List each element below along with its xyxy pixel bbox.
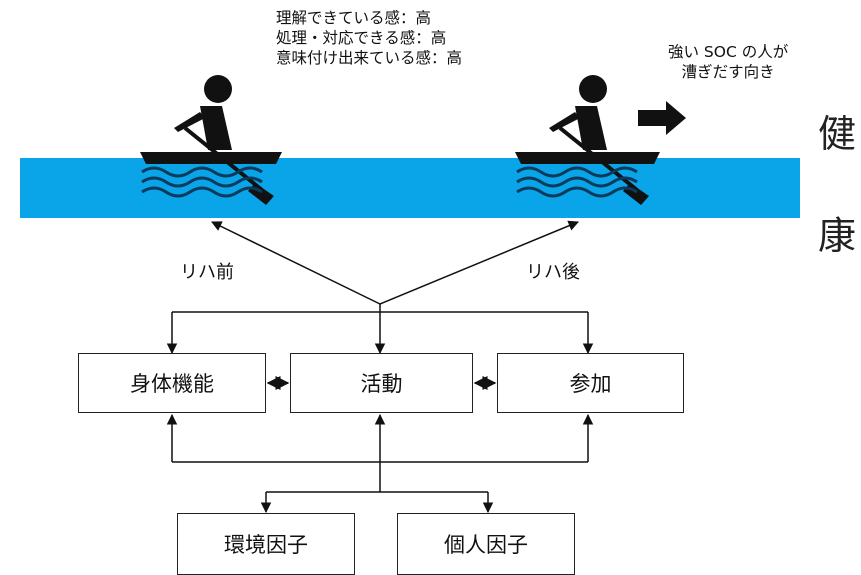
label-after-rehab: リハ後 bbox=[526, 262, 580, 283]
label-before-rehab: リハ前 bbox=[180, 262, 234, 283]
top-note-line-1: 理解できている感：高 bbox=[276, 9, 432, 27]
box-personal-factors: 個人因子 bbox=[397, 513, 575, 575]
water-band bbox=[20, 158, 800, 218]
box-participation-label: 参加 bbox=[569, 372, 612, 396]
top-note: 理解できている感：高 処理・対応できる感：高 意味付け出来ている感：高 bbox=[276, 8, 462, 68]
top-note-line-3: 意味付け出来ている感：高 bbox=[276, 49, 463, 67]
arrow-to-before bbox=[211, 221, 381, 305]
box-activity: 活動 bbox=[290, 353, 473, 413]
box-environment-label: 環境因子 bbox=[224, 533, 308, 557]
direction-arrow-icon bbox=[638, 101, 686, 135]
soc-note-line-2: 漕ぎだす向き bbox=[681, 63, 775, 81]
rower-icon-left bbox=[140, 75, 282, 205]
arrow-to-after bbox=[379, 220, 579, 305]
box-body-function: 身体機能 bbox=[78, 353, 266, 413]
soc-note: 強い SOC の人が 漕ぎだす向き bbox=[668, 42, 788, 82]
box-body-function-label: 身体機能 bbox=[130, 372, 214, 396]
rower-icon-right bbox=[515, 75, 660, 205]
box-activity-label: 活動 bbox=[360, 372, 403, 396]
top-note-line-2: 処理・対応できる感：高 bbox=[276, 29, 447, 47]
soc-note-line-1: 強い SOC の人が bbox=[668, 43, 789, 61]
side-text-1: 健 bbox=[818, 112, 857, 156]
side-text-2: 康 bbox=[818, 214, 857, 258]
box-personal-label: 個人因子 bbox=[444, 533, 528, 557]
box-participation: 参加 bbox=[497, 353, 684, 413]
box-environment-factors: 環境因子 bbox=[177, 513, 355, 575]
